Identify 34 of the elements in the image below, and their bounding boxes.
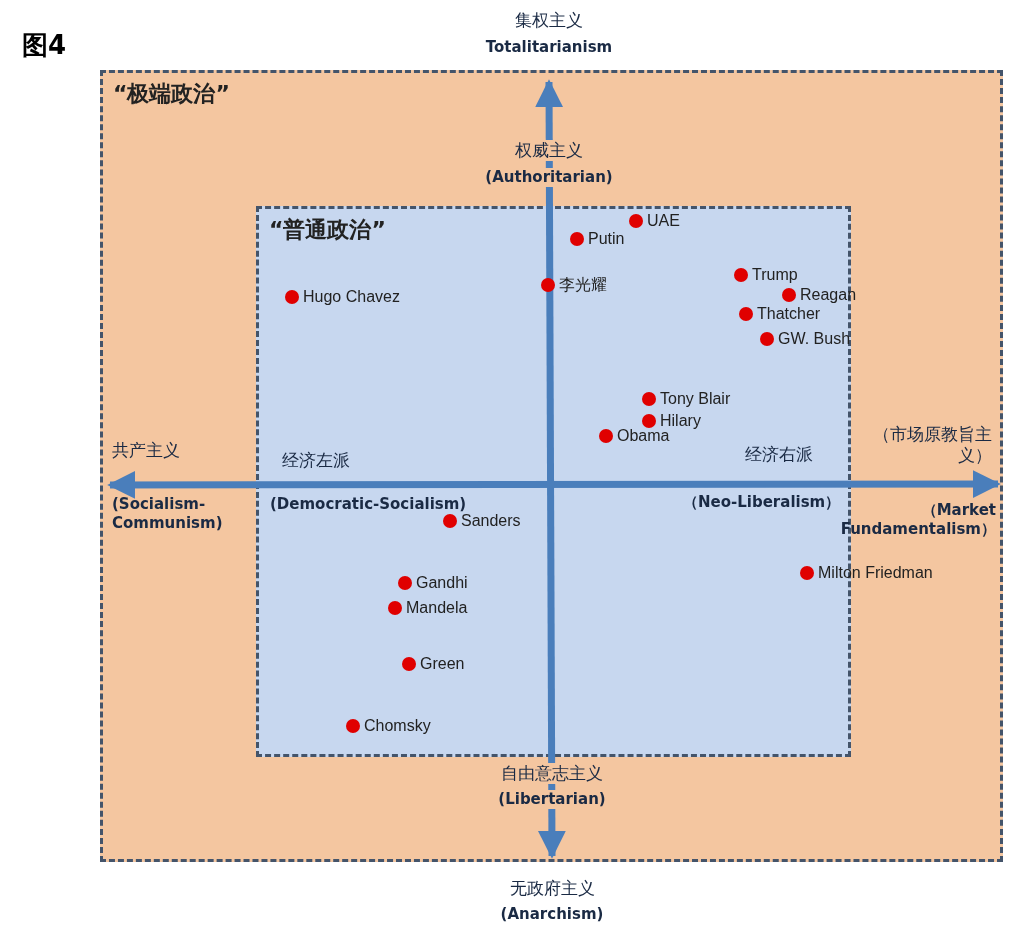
point-label: Tony Blair: [660, 389, 731, 409]
axis-label: 权威主义: [512, 140, 586, 162]
point-label: Milton Friedman: [818, 563, 933, 583]
axis-label: 共产主义: [112, 440, 180, 462]
region-box: [100, 70, 1003, 862]
axis-label: (Socialism- Communism): [112, 495, 224, 533]
axis-label: (Anarchism): [499, 905, 605, 924]
point-label: Hilary: [660, 411, 701, 429]
point-label: GW. Bush: [778, 329, 851, 349]
region-title: “极端政治”: [113, 80, 230, 108]
axis-label: （市场原教旨主义）: [872, 424, 992, 467]
axis-label: 无政府主义: [508, 878, 596, 900]
point-label: Trump: [752, 265, 798, 285]
point-label: UAE: [647, 211, 680, 231]
point-label: Hugo Chavez: [303, 287, 400, 307]
point-label: Reagan: [800, 285, 857, 305]
point-label: Thatcher: [757, 304, 821, 324]
point-label: Putin: [588, 229, 625, 249]
point-label: Sanders: [461, 512, 521, 531]
axis-label: 经济左派: [282, 450, 350, 472]
axis-label: Totalitarianism: [484, 38, 614, 57]
axis-label: （Market Fundamentalism）: [839, 501, 996, 539]
axis-label: 集权主义: [514, 10, 584, 32]
point-label: Mandela: [406, 598, 468, 618]
point-label: 李光耀: [559, 275, 607, 295]
axis-label: (Democratic-Socialism): [270, 495, 467, 514]
point-label: Gandhi: [416, 573, 468, 593]
figure-title: 图4: [22, 29, 67, 62]
point-label: Chomsky: [364, 716, 431, 736]
point-label: Obama: [617, 427, 670, 446]
axis-label: 经济右派: [745, 444, 813, 466]
region-title: “普通政治”: [269, 216, 386, 244]
axis-label: （Neo-Liberalism）: [683, 493, 841, 512]
point-label: Green: [420, 654, 465, 674]
